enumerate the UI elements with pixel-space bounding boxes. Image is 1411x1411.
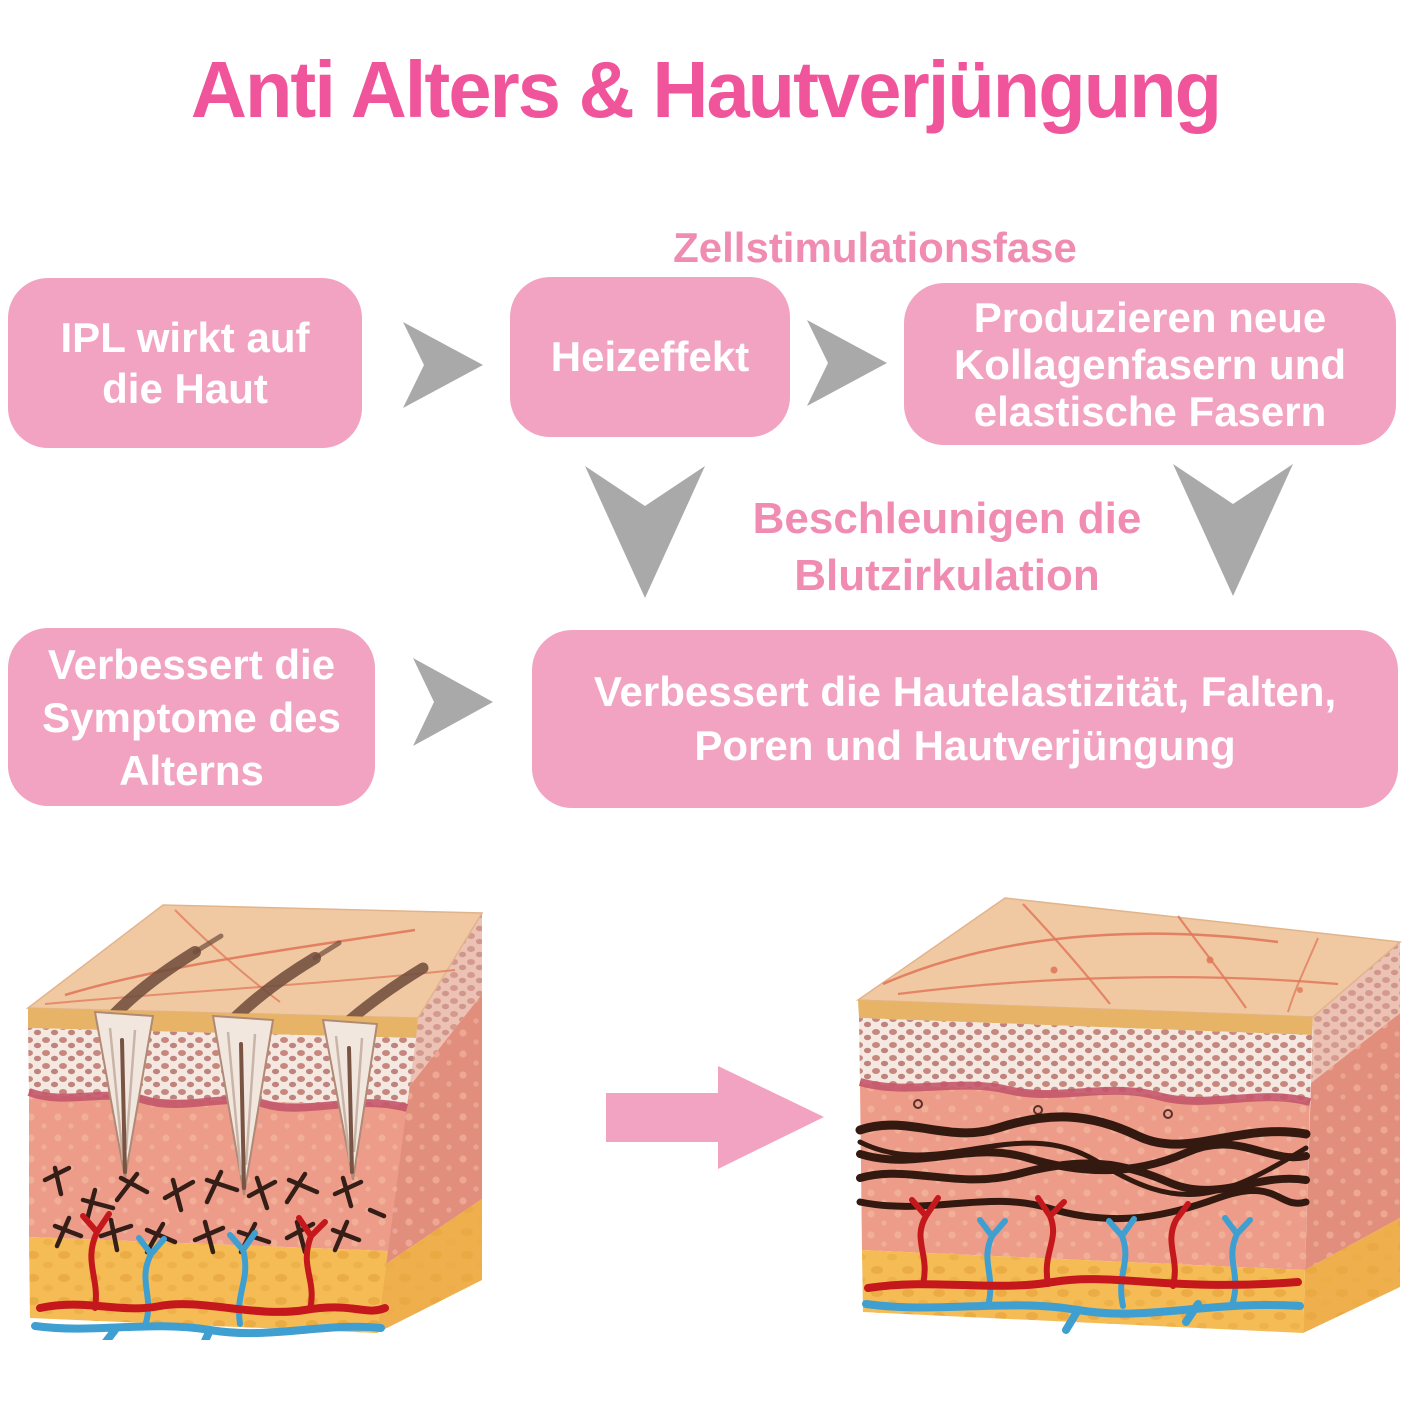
accelerate-label-line2: Blutzirkulation: [794, 551, 1100, 600]
accelerate-label-line1: Beschleunigen die: [752, 494, 1142, 543]
flow-arrow-right-icon: [807, 320, 887, 406]
skin-before-illustration: [25, 904, 484, 1340]
box-aging-line2: Symptome des: [42, 693, 341, 741]
flow-arrow-down-icon: [1173, 464, 1293, 596]
before-wrinkle-furrows: [93, 1010, 379, 1196]
flow-arrow-down-icon: [585, 466, 705, 598]
box-aging-line3: Alterns: [119, 746, 264, 794]
before-blood-vessels: [31, 1211, 389, 1340]
accelerate-label: Beschleunigen die Blutzirkulation: [753, 490, 1142, 604]
transform-arrow-icon: [606, 1066, 824, 1169]
before-right-face: [377, 913, 482, 1333]
box-ergebnis: Verbessert die Hautelastizität, Falten, …: [532, 630, 1398, 808]
flow-arrow-right-icon: [413, 658, 493, 746]
box-ipl-line1: IPL wirkt auf: [60, 314, 310, 361]
skin-after-illustration: [855, 897, 1402, 1334]
box-result-line1: Verbessert die Hautelastizität, Falten,: [593, 668, 1337, 715]
before-top-face: [25, 904, 484, 1032]
box-aging-line1: Verbessert die: [47, 640, 336, 688]
box-kollagen: Produzieren neue Kollagenfasern und elas…: [904, 283, 1396, 445]
after-top-face: [855, 897, 1402, 1018]
page-title: Anti Alters & Hautverjüngung: [190, 45, 1222, 134]
box-ipl-wirkt: IPL wirkt auf die Haut: [8, 278, 362, 448]
box-result-line2: Poren und Hautverjüngung: [694, 722, 1236, 769]
box-heizeffekt: Heizeffekt: [510, 277, 790, 437]
box-collagen-line1: Produzieren neue: [973, 293, 1327, 341]
flow-arrow-right-icon: [403, 322, 483, 408]
box-symptome: Verbessert die Symptome des Alterns: [8, 628, 375, 806]
phase-label: Zellstimulationsfase: [673, 224, 1077, 271]
after-collagen-fibers: [855, 1112, 1311, 1223]
box-collagen-line3: elastische Fasern: [973, 387, 1327, 435]
box-ipl-line2: die Haut: [102, 365, 268, 412]
box-collagen-line2: Kollagenfasern und: [953, 340, 1347, 388]
after-right-face: [1303, 942, 1400, 1333]
box-heat-line1: Heizeffekt: [550, 333, 750, 380]
after-blood-vessels: [862, 1195, 1304, 1334]
